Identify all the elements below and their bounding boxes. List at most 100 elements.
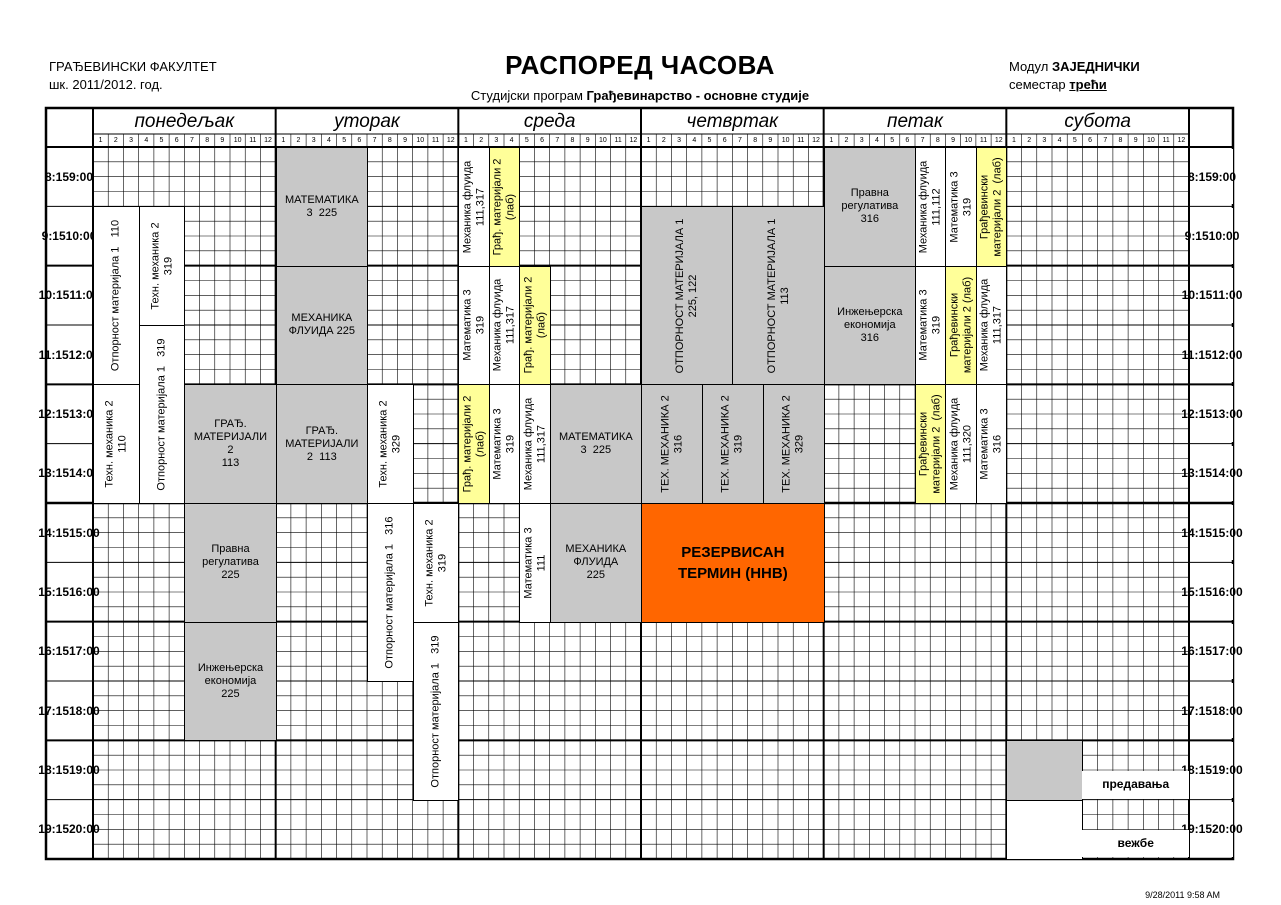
class-block: Техн. механика 2 319 (138, 206, 186, 326)
class-block: Отпорност материјала 1 319 (412, 621, 460, 801)
module-label: Модул (1009, 59, 1049, 74)
sub-column-number: 11 (431, 137, 440, 144)
time-start: 9:15 (41, 228, 66, 243)
time-end: 20:00 (69, 822, 100, 837)
class-block: Математика 3 319 (458, 265, 490, 386)
sub-column-number: 7 (189, 137, 194, 144)
class-label: Механика флуида 111,317 (491, 279, 517, 372)
time-end: 13:00 (69, 406, 100, 421)
sub-column-number: 1 (98, 137, 103, 144)
day-header: субота (1064, 111, 1131, 132)
sub-column-number: 10 (416, 137, 425, 144)
sub-column-number: 2 (113, 137, 118, 144)
class-block: ГРАЂ. МАТЕРИЈАЛИ 2 113 (275, 384, 368, 504)
class-block: Правна регулатива 316 (823, 147, 916, 267)
sub-column-number: 6 (722, 137, 727, 144)
class-label: Механика флуида 111,112 (917, 160, 943, 254)
time-start: 13:15 (38, 466, 69, 481)
sub-column-number: 3 (494, 137, 499, 144)
class-label: ТЕХ. МЕХАНИКА 2 316 (658, 395, 684, 493)
sub-column-number: 4 (1057, 137, 1062, 144)
class-block: Грађ. материјали 2 (лаб) (519, 265, 551, 386)
class-label: МЕХАНИКА ФЛУИДА 225 (565, 543, 627, 582)
time-end: 14:00 (1212, 466, 1243, 481)
sub-column-number: 1 (463, 137, 468, 144)
sub-column-number: 3 (311, 137, 316, 144)
time-end: 16:00 (69, 584, 100, 599)
legend-exercise-label: вежбе (1082, 830, 1189, 857)
class-block: Механика флуида 111,320 (945, 384, 977, 504)
sub-column-number: 12 (446, 137, 455, 144)
sub-column-number: 8 (753, 137, 758, 144)
class-label: Математика 3 316 (978, 408, 1004, 480)
sub-column-number: 5 (890, 137, 895, 144)
page-title: РАСПОРЕД ЧАСОВА (505, 50, 775, 80)
time-start: 10:15 (1181, 288, 1213, 303)
class-label: Грађ. материјали 2 (лаб) (461, 395, 487, 493)
sub-column-number: 6 (540, 137, 544, 144)
class-block: Математика 3 316 (975, 384, 1008, 504)
school-year: шк. 2011/2012. год. (49, 77, 163, 92)
sub-column-number: 12 (629, 137, 638, 144)
sub-column-number: 3 (129, 137, 133, 144)
class-label: МЕХАНИКА ФЛУИДА 225 (288, 312, 355, 338)
class-block: Инжењерска економија 225 (184, 621, 277, 742)
program-label: Студијски програм (470, 88, 583, 103)
time-start: 15:15 (38, 584, 69, 599)
class-block: Механика флуида 111,112 (915, 147, 947, 267)
grid-border (44, 106, 1235, 861)
class-label: Механика флуида 111,317 (978, 279, 1004, 372)
time-end: 17:00 (1212, 644, 1243, 659)
time-start: 12:15 (38, 406, 69, 421)
time-end: 15:00 (1212, 525, 1243, 540)
class-block: Грађ. материјали 2 (лаб) (458, 384, 490, 504)
class-label: Грађевински материјали 2 (лаб) (917, 394, 943, 494)
sub-column-number: 1 (646, 137, 651, 144)
class-block: Правна регулатива 225 (184, 503, 277, 623)
time-end: 18:00 (69, 703, 100, 718)
class-label: Грађ. материјали 2 (лаб) (491, 158, 517, 256)
study-program: Студијски програм Грађевинарство - основ… (440, 88, 840, 104)
class-block: Инжењерска економија 316 (823, 265, 916, 386)
semester: семестар трећи (1009, 77, 1107, 93)
sub-column-number: 1 (829, 137, 834, 144)
sub-column-number: 8 (1118, 137, 1123, 144)
time-start: 17:15 (1181, 703, 1212, 718)
time-start: 11:15 (1181, 347, 1212, 362)
sub-column-number: 11 (979, 137, 988, 144)
time-end: 10:00 (65, 228, 97, 243)
time-start: 8:15 (44, 169, 69, 184)
time-start: 13:15 (1181, 466, 1212, 481)
time-end: 11:00 (1212, 288, 1243, 303)
class-label: Грађ. материјали 2 (лаб) (521, 277, 547, 374)
time-start: 15:15 (1181, 584, 1212, 599)
class-label: Механика флуида 111,317 (461, 160, 487, 254)
sub-column-number: 11 (249, 137, 257, 144)
sub-column-number: 1 (1011, 137, 1016, 144)
time-end: 19:00 (1212, 762, 1243, 777)
class-label: ТЕХ. МЕХАНИКА 2 329 (780, 395, 806, 493)
sub-column-number: 10 (233, 137, 242, 144)
sub-column-number: 9 (403, 137, 407, 144)
class-label: ГРАЂ. МАТЕРИЈАЛИ 2 113 (193, 418, 268, 470)
class-label: Отпорност материјала 1 319 (429, 635, 442, 788)
sub-column-number: 10 (964, 137, 973, 144)
time-start: 9:15 (1184, 228, 1209, 243)
class-label: Отпорност материјала 1 110 (109, 220, 122, 372)
time-end: 17:00 (69, 644, 100, 659)
class-block: ТЕХ. МЕХАНИКА 2 319 (701, 384, 764, 504)
class-label: Математика 3 319 (917, 289, 943, 362)
sub-column-number: 8 (387, 137, 392, 144)
sub-column-number: 9 (585, 137, 590, 144)
class-label: Инжењерска економија 225 (197, 661, 264, 700)
legend-lecture-swatch (1006, 740, 1084, 801)
class-block: Математика 3 319 (488, 384, 521, 504)
class-label: Техн. механика 2 110 (103, 400, 129, 488)
sub-column-number: 6 (1088, 137, 1092, 144)
